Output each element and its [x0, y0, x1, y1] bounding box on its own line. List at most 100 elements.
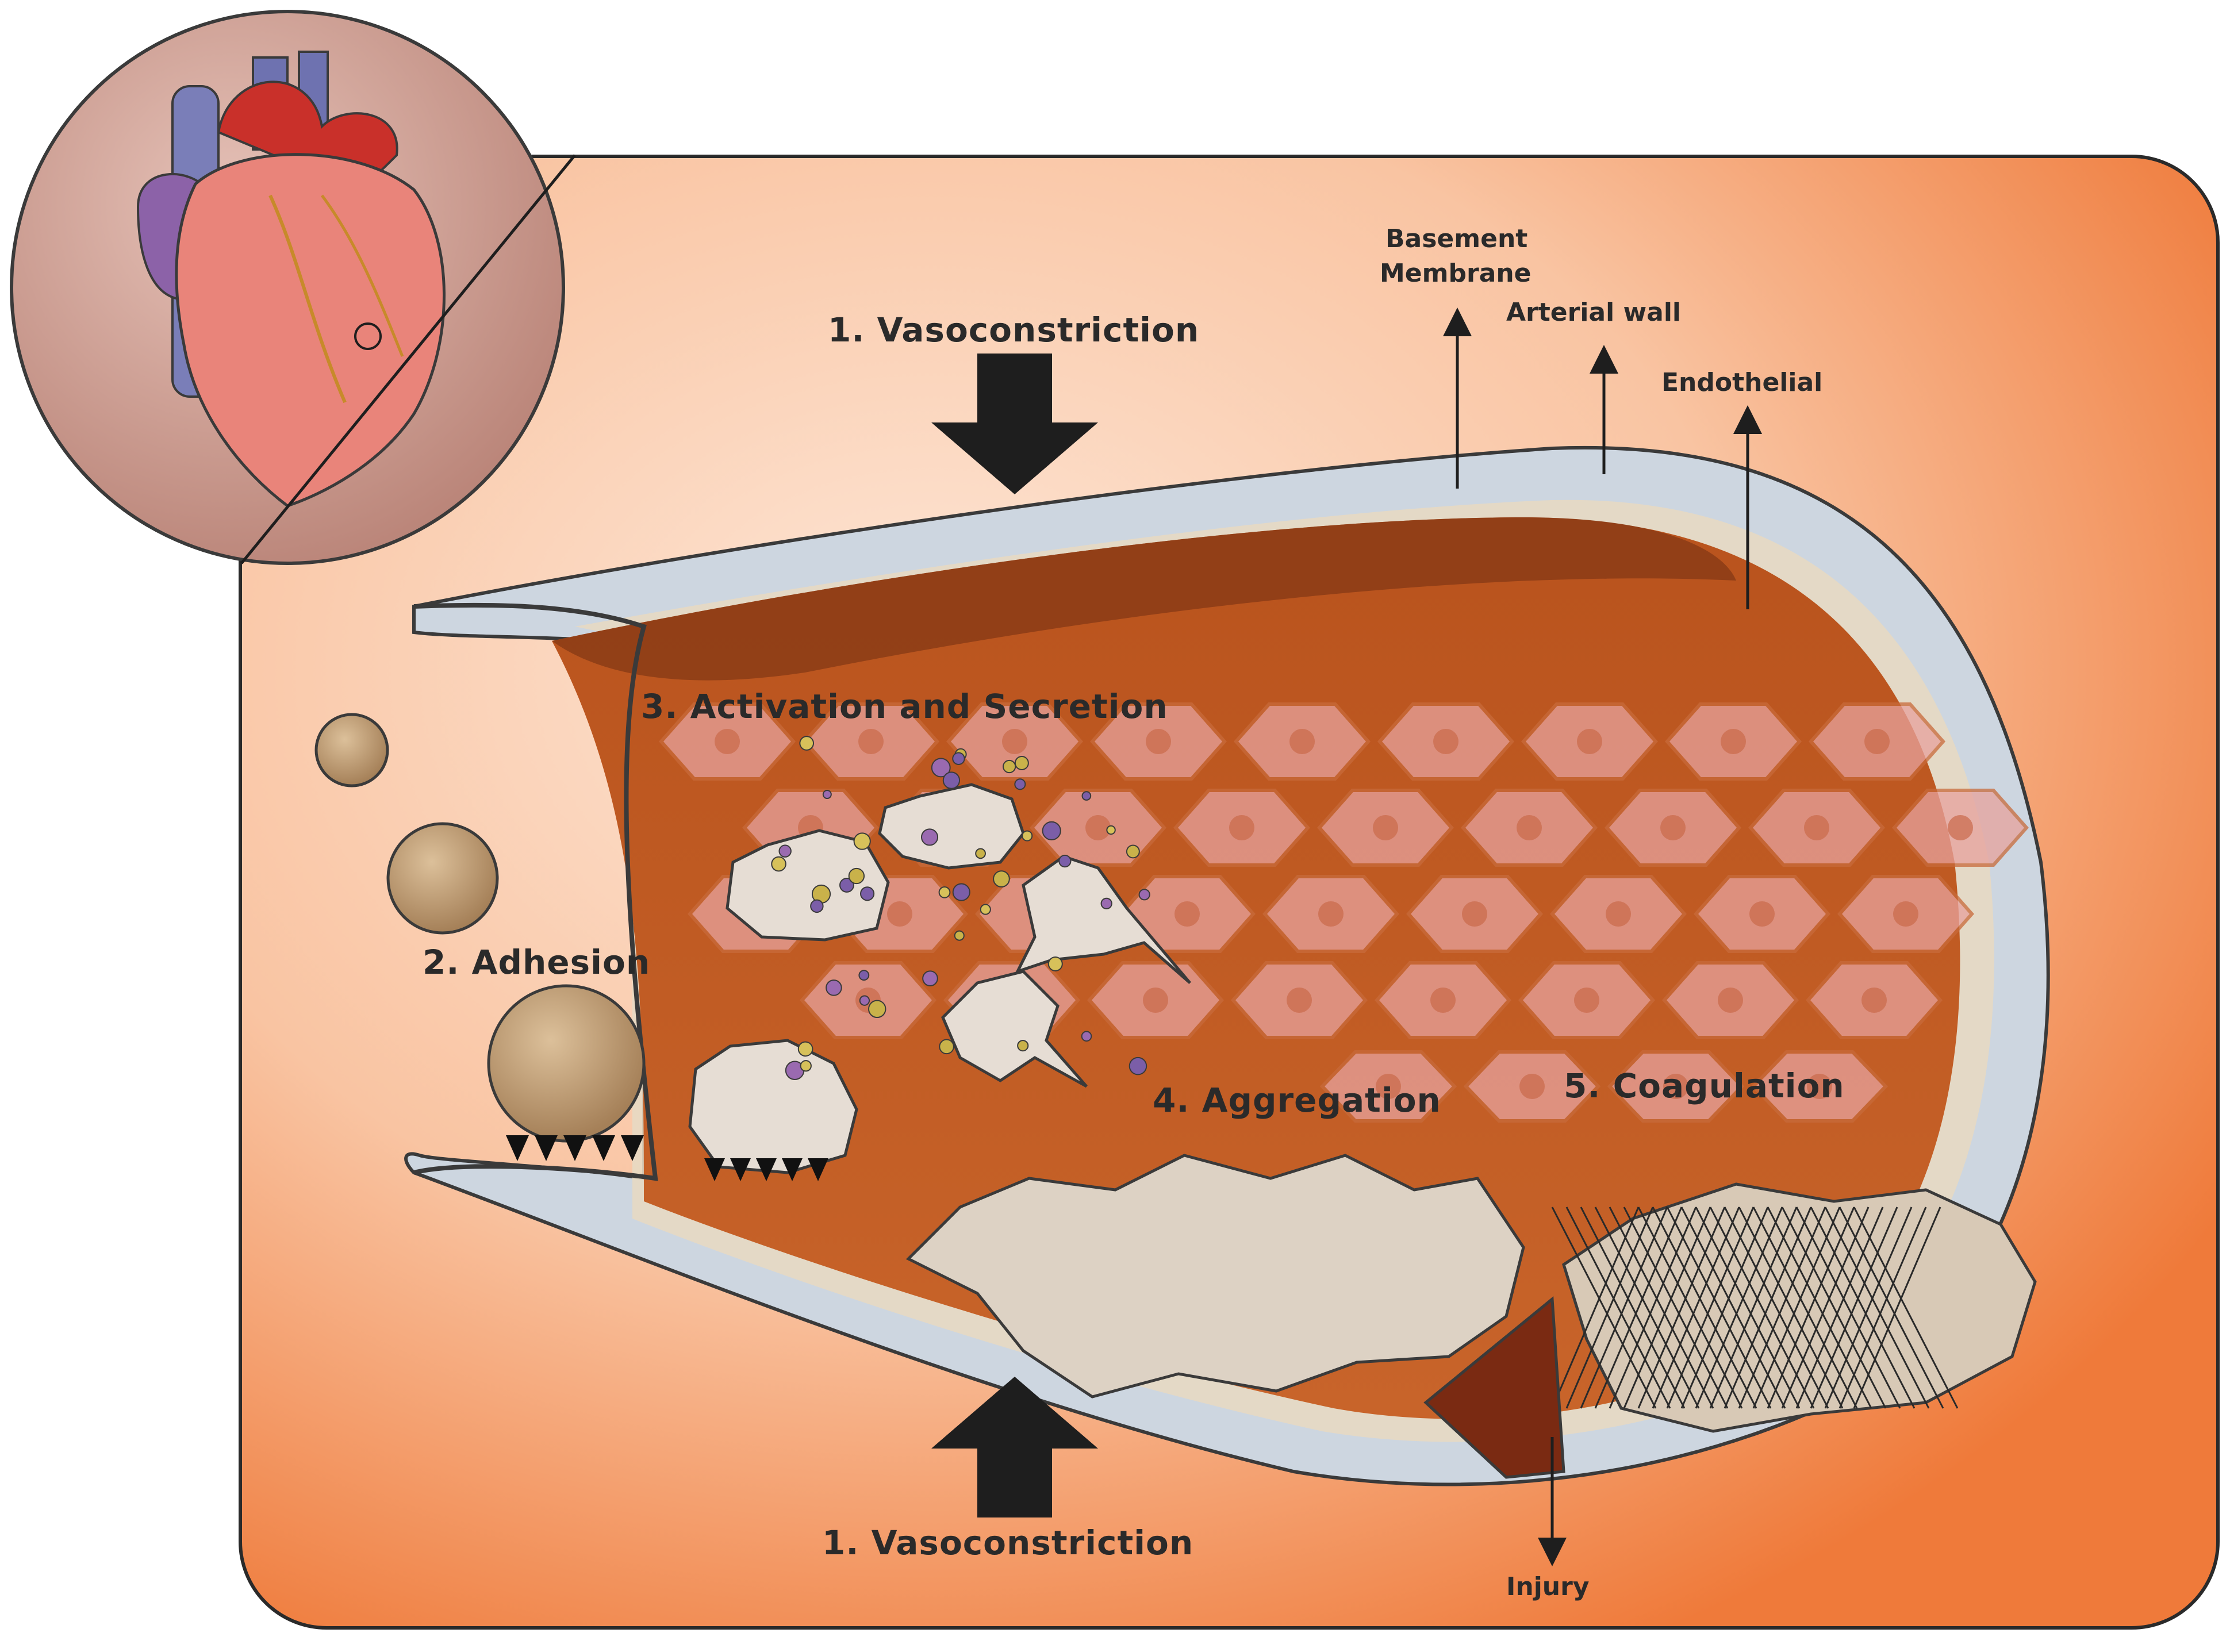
fibrin-strand: [1767, 1207, 1855, 1409]
label-vasoconstriction-bottom: 1. Vasoconstriction: [822, 1523, 1194, 1562]
cell-nucleus: [858, 729, 884, 754]
label-basement-membrane-2: Membrane: [1380, 259, 1532, 288]
granule: [922, 970, 938, 987]
granule: [954, 930, 965, 941]
cell-nucleus: [1807, 1074, 1832, 1099]
granule: [1042, 821, 1061, 840]
fibrin-strand: [1680, 1207, 1769, 1409]
granule: [1138, 889, 1150, 901]
granule: [799, 736, 815, 751]
granule: [942, 771, 961, 789]
cell-nucleus: [1289, 729, 1315, 754]
inset-pointer-line: [240, 154, 576, 564]
arrow-down-icon: [931, 354, 1098, 494]
granule: [1129, 1056, 1147, 1075]
fibrin-strand: [1580, 1207, 1668, 1409]
granule: [1126, 844, 1140, 859]
granule: [797, 1041, 813, 1057]
fibrin-strand: [1623, 1207, 1711, 1409]
fibrin-strand: [1709, 1207, 1798, 1409]
cell-nucleus: [1893, 901, 1918, 927]
activated-platelet: [941, 970, 1088, 1088]
cell-nucleus: [1002, 729, 1027, 754]
cell-nucleus: [715, 729, 740, 754]
adhesion-receptors: [506, 1135, 644, 1161]
cell-nucleus: [1663, 1074, 1688, 1099]
label-coagulation: 5. Coagulation: [1564, 1066, 1845, 1105]
cell-nucleus: [1660, 815, 1686, 840]
label-adhesion: 2. Adhesion: [423, 943, 651, 982]
fibrin-strand: [1838, 1207, 1927, 1409]
cell-nucleus: [1606, 901, 1631, 927]
granule: [1014, 778, 1026, 790]
label-injury: Injury: [1506, 1572, 1590, 1601]
cell-nucleus: [1749, 901, 1775, 927]
label-endothelial: Endothelial: [1661, 368, 1823, 397]
label-basement-membrane-1: Basement: [1385, 224, 1528, 253]
activated-platelet: [878, 783, 1025, 870]
cell-nucleus: [1519, 1074, 1545, 1099]
fibrin-strand: [1810, 1207, 1916, 1409]
granule: [822, 790, 832, 800]
cell-nucleus: [1864, 729, 1890, 754]
granule: [778, 844, 792, 858]
fibrin-strand: [1724, 1207, 1812, 1409]
granule: [993, 870, 1010, 888]
granule: [938, 886, 951, 898]
granule: [848, 867, 865, 885]
fibrin-mesh: [1551, 1207, 1959, 1409]
cell-nucleus: [1318, 901, 1344, 927]
granule: [810, 899, 824, 913]
fibrin-clot: [1562, 1182, 2037, 1433]
fibrin-strand: [1824, 1207, 1930, 1409]
granule: [1106, 825, 1116, 835]
fibrin-strand: [1795, 1207, 1901, 1409]
label-activation-secretion: 3. Activation and Secretion: [641, 687, 1168, 726]
fibrin-strand: [1752, 1207, 1841, 1409]
cell-nucleus: [1143, 988, 1168, 1013]
cell-nucleus: [1861, 988, 1887, 1013]
granule: [860, 886, 875, 901]
injury-site: [1423, 1296, 1565, 1479]
granule: [868, 1000, 886, 1019]
granule: [1058, 854, 1072, 868]
activated-platelet: [726, 829, 890, 942]
fibrin-strand: [1853, 1207, 1959, 1409]
fibrin-strand: [1666, 1207, 1755, 1409]
granule: [839, 877, 854, 893]
granule: [1100, 897, 1112, 909]
cell-nucleus: [1376, 1074, 1401, 1099]
granule: [1081, 1031, 1092, 1042]
activated-platelet: [688, 1039, 858, 1174]
cell-nucleus: [1229, 815, 1254, 840]
granule: [1017, 1040, 1029, 1052]
granule: [939, 1039, 954, 1055]
granule: [980, 904, 991, 915]
fibrin-strand: [1652, 1207, 1740, 1409]
cell-nucleus: [1433, 729, 1458, 754]
fibrin-strand: [1551, 1207, 1640, 1409]
platelet: [386, 822, 499, 935]
granule: [800, 1060, 812, 1072]
granule: [921, 828, 939, 846]
cell-nucleus: [1430, 988, 1456, 1013]
label-arterial-wall: Arterial wall: [1506, 298, 1682, 327]
cell-nucleus: [1948, 815, 1973, 840]
granule: [975, 848, 986, 859]
fibrin-strand: [1853, 1207, 1941, 1409]
granule: [952, 883, 970, 901]
cell-nucleus: [887, 901, 912, 927]
granule: [931, 758, 951, 778]
fibrin-strand: [1594, 1207, 1683, 1409]
fibrin-strand: [1637, 1207, 1726, 1409]
cell-nucleus: [1462, 901, 1487, 927]
granule: [826, 979, 842, 996]
cell-nucleus: [1804, 815, 1829, 840]
fibrin-strand: [1795, 1207, 1884, 1409]
platelet-aggregate: [905, 1154, 1525, 1399]
granule: [853, 832, 871, 850]
lumen-dark-band: [552, 517, 1736, 681]
label-vasoconstriction-top: 1. Vasoconstriction: [828, 310, 1200, 349]
vessel-opening-rim: [413, 602, 658, 1181]
